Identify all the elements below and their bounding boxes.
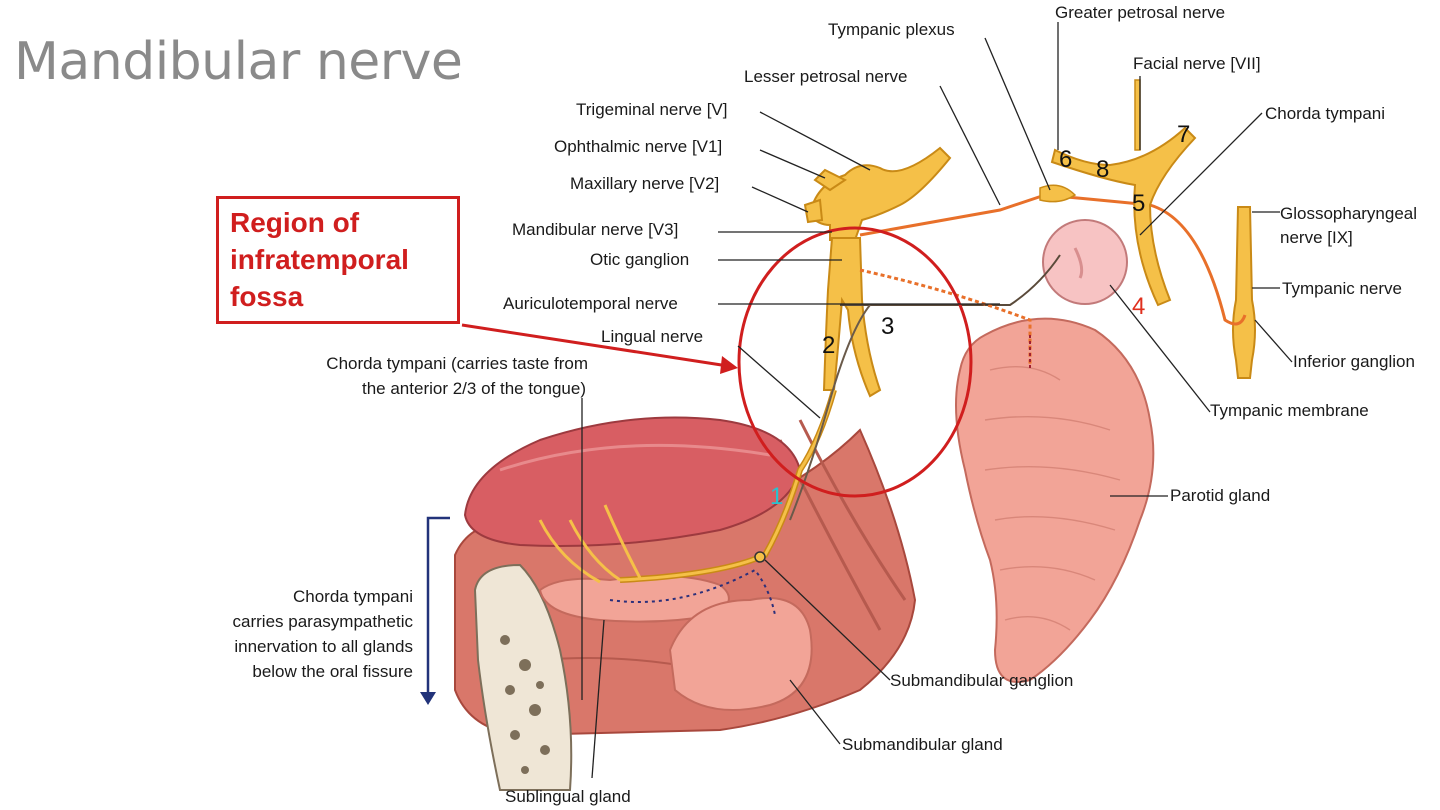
marker-6: 6: [1059, 146, 1072, 173]
label-submandibular-gland: Submandibular gland: [842, 735, 1003, 754]
region-callout-line-2: infratemporal: [230, 244, 409, 275]
slide-title: Mandibular nerve: [14, 32, 463, 92]
label-submandibular-ganglion: Submandibular ganglion: [890, 671, 1073, 690]
label-glossopharyngeal-2: nerve [IX]: [1280, 228, 1353, 247]
label-trigeminal: Trigeminal nerve [V]: [576, 100, 727, 119]
marker-1: 1: [770, 483, 783, 510]
tympanic-membrane-shape: [1042, 219, 1128, 305]
marker-7: 7: [1177, 121, 1190, 148]
region-callout-text: Region of infratemporal fossa: [230, 204, 409, 315]
trigeminal-ganglion-shape: [808, 146, 952, 241]
infratemporal-highlight: [737, 226, 973, 498]
illustration: [420, 79, 1256, 791]
label-ophthalmic: Ophthalmic nerve [V1]: [554, 137, 722, 156]
label-parotid: Parotid gland: [1170, 486, 1270, 505]
mandible-section: [473, 563, 573, 791]
parotid-gland-shape: [955, 317, 1155, 683]
region-callout-box: [216, 196, 460, 324]
label-auriculotemporal: Auriculotemporal nerve: [503, 294, 678, 313]
sublingual-gland-shape: [538, 575, 730, 623]
label-chorda-para-1: Chorda tympani: [293, 587, 413, 606]
marker-2: 2: [822, 332, 835, 359]
label-otic-ganglion: Otic ganglion: [590, 250, 689, 269]
label-sublingual: Sublingual gland: [505, 787, 631, 806]
label-glossopharyngeal-1: Glossopharyngeal: [1280, 204, 1417, 223]
label-chorda-taste-2: the anterior 2/3 of the tongue): [362, 379, 586, 398]
parasympathetic-path: [859, 193, 1247, 326]
marker-3: 3: [881, 313, 894, 340]
region-callout-line-1: Region of: [230, 207, 360, 238]
markers: 1 2 3 4 5 6 7 8: [770, 121, 1190, 510]
label-chorda-taste-1: Chorda tympani (carries taste from: [326, 354, 588, 373]
label-chorda-para-4: below the oral fissure: [252, 662, 413, 681]
label-maxillary: Maxillary nerve [V2]: [570, 174, 719, 193]
label-greater-petrosal: Greater petrosal nerve: [1055, 3, 1225, 22]
label-chorda-para-3: innervation to all glands: [234, 637, 413, 656]
label-chorda-para-2: carries parasympathetic: [233, 612, 414, 631]
mandibular-trunk-shape: [822, 237, 882, 398]
label-tympanic-plexus: Tympanic plexus: [828, 20, 955, 39]
label-facial-nerve: Facial nerve [VII]: [1133, 54, 1261, 73]
labels: Greater petrosal nerve Tympanic plexus F…: [233, 3, 1418, 806]
label-tympanic-membrane: Tympanic membrane: [1210, 401, 1369, 420]
region-callout-line-3: fossa: [230, 281, 304, 312]
label-lingual: Lingual nerve: [601, 327, 703, 346]
facial-nerve-shape: [1050, 126, 1197, 307]
glossopharyngeal-nerve-shape: [1232, 206, 1256, 379]
label-inferior-ganglion: Inferior ganglion: [1293, 352, 1415, 371]
marker-5: 5: [1132, 190, 1145, 217]
submandibular-gland-shape: [668, 597, 813, 711]
label-lesser-petrosal: Lesser petrosal nerve: [744, 67, 907, 86]
label-tympanic-nerve: Tympanic nerve: [1282, 279, 1402, 298]
label-chorda-top: Chorda tympani: [1265, 104, 1385, 123]
marker-4: 4: [1132, 293, 1145, 320]
leader-lines: [581, 22, 1293, 779]
marker-8: 8: [1096, 156, 1109, 183]
label-mandibular: Mandibular nerve [V3]: [512, 220, 678, 239]
